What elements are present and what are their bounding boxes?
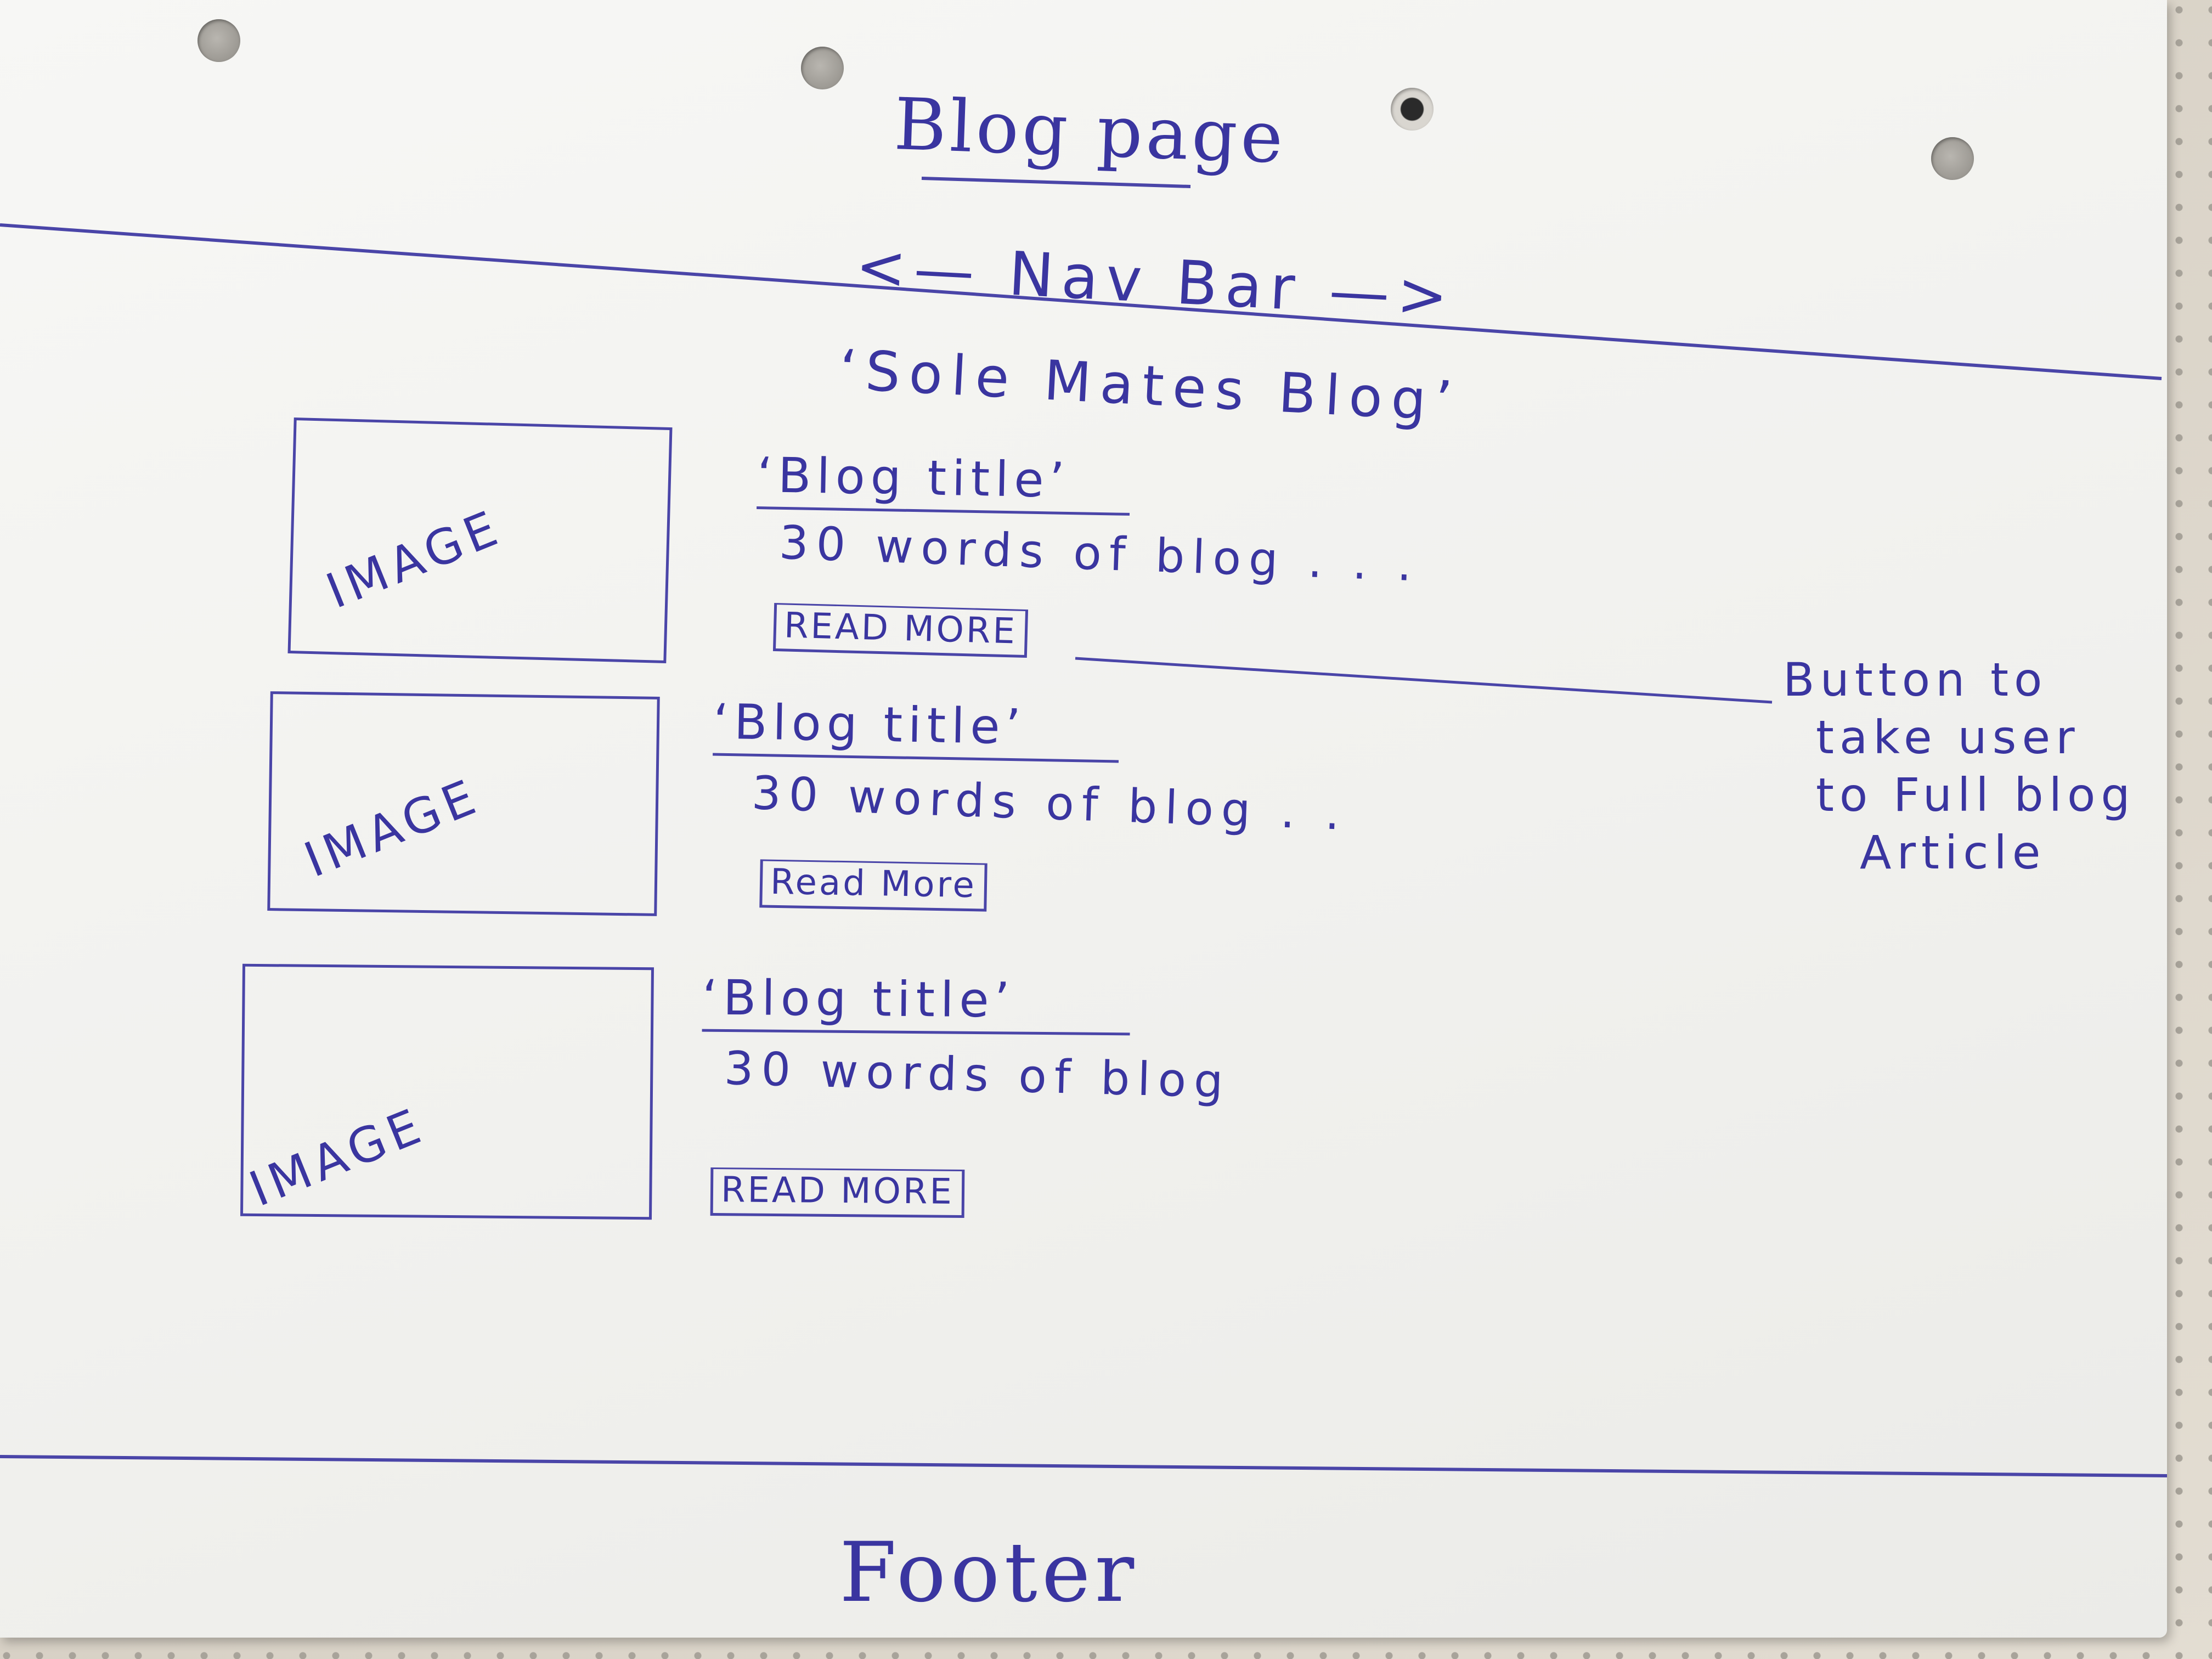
footer-placeholder: Footer <box>839 1525 1139 1621</box>
read-more-button[interactable]: Read More <box>759 859 988 912</box>
annotation-line: to Full blog <box>1816 768 2136 822</box>
annotation-line: Button to <box>1783 653 2048 707</box>
post-title[interactable]: ‘Blog title’ <box>702 969 1131 1036</box>
read-more-button[interactable]: READ MORE <box>772 602 1028 658</box>
page-heading: Blog page <box>893 82 1288 179</box>
post-title[interactable]: ‘Blog title’ <box>757 447 1131 516</box>
sketch-paper: Blog page <— Nav Bar —> ‘Sole Mates Blog… <box>0 0 2167 1638</box>
punch-hole <box>801 47 844 89</box>
post-title[interactable]: ‘Blog title’ <box>713 693 1120 763</box>
punch-hole <box>1931 137 1974 180</box>
annotation-line: Article <box>1860 826 2046 879</box>
annotation-line: take user <box>1816 710 2080 764</box>
punch-hole <box>198 19 240 62</box>
sketch-lines <box>0 177 2167 1477</box>
punch-hole <box>1391 88 1434 131</box>
read-more-button[interactable]: READ MORE <box>710 1167 965 1218</box>
